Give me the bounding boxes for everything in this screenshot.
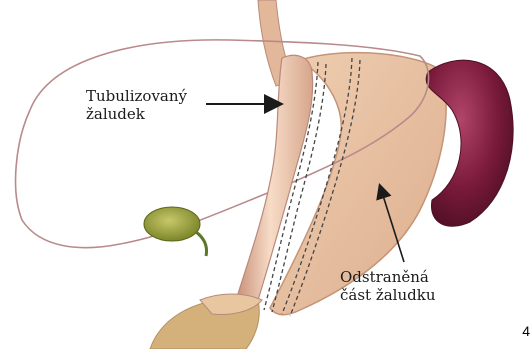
removed-label-line1: Odstraněná (340, 268, 436, 286)
page-number: 4 (522, 323, 530, 339)
removed-stomach-label: Odstraněná část žaludku (340, 268, 436, 304)
tubular-label-line1: Tubulizovaný (86, 87, 187, 105)
tubular-stomach-label: Tubulizovaný žaludek (86, 87, 187, 123)
gallbladder (144, 207, 200, 241)
removed-label-line2: část žaludku (340, 286, 436, 304)
tubular-label-line2: žaludek (86, 105, 187, 123)
bile-duct (196, 232, 207, 256)
